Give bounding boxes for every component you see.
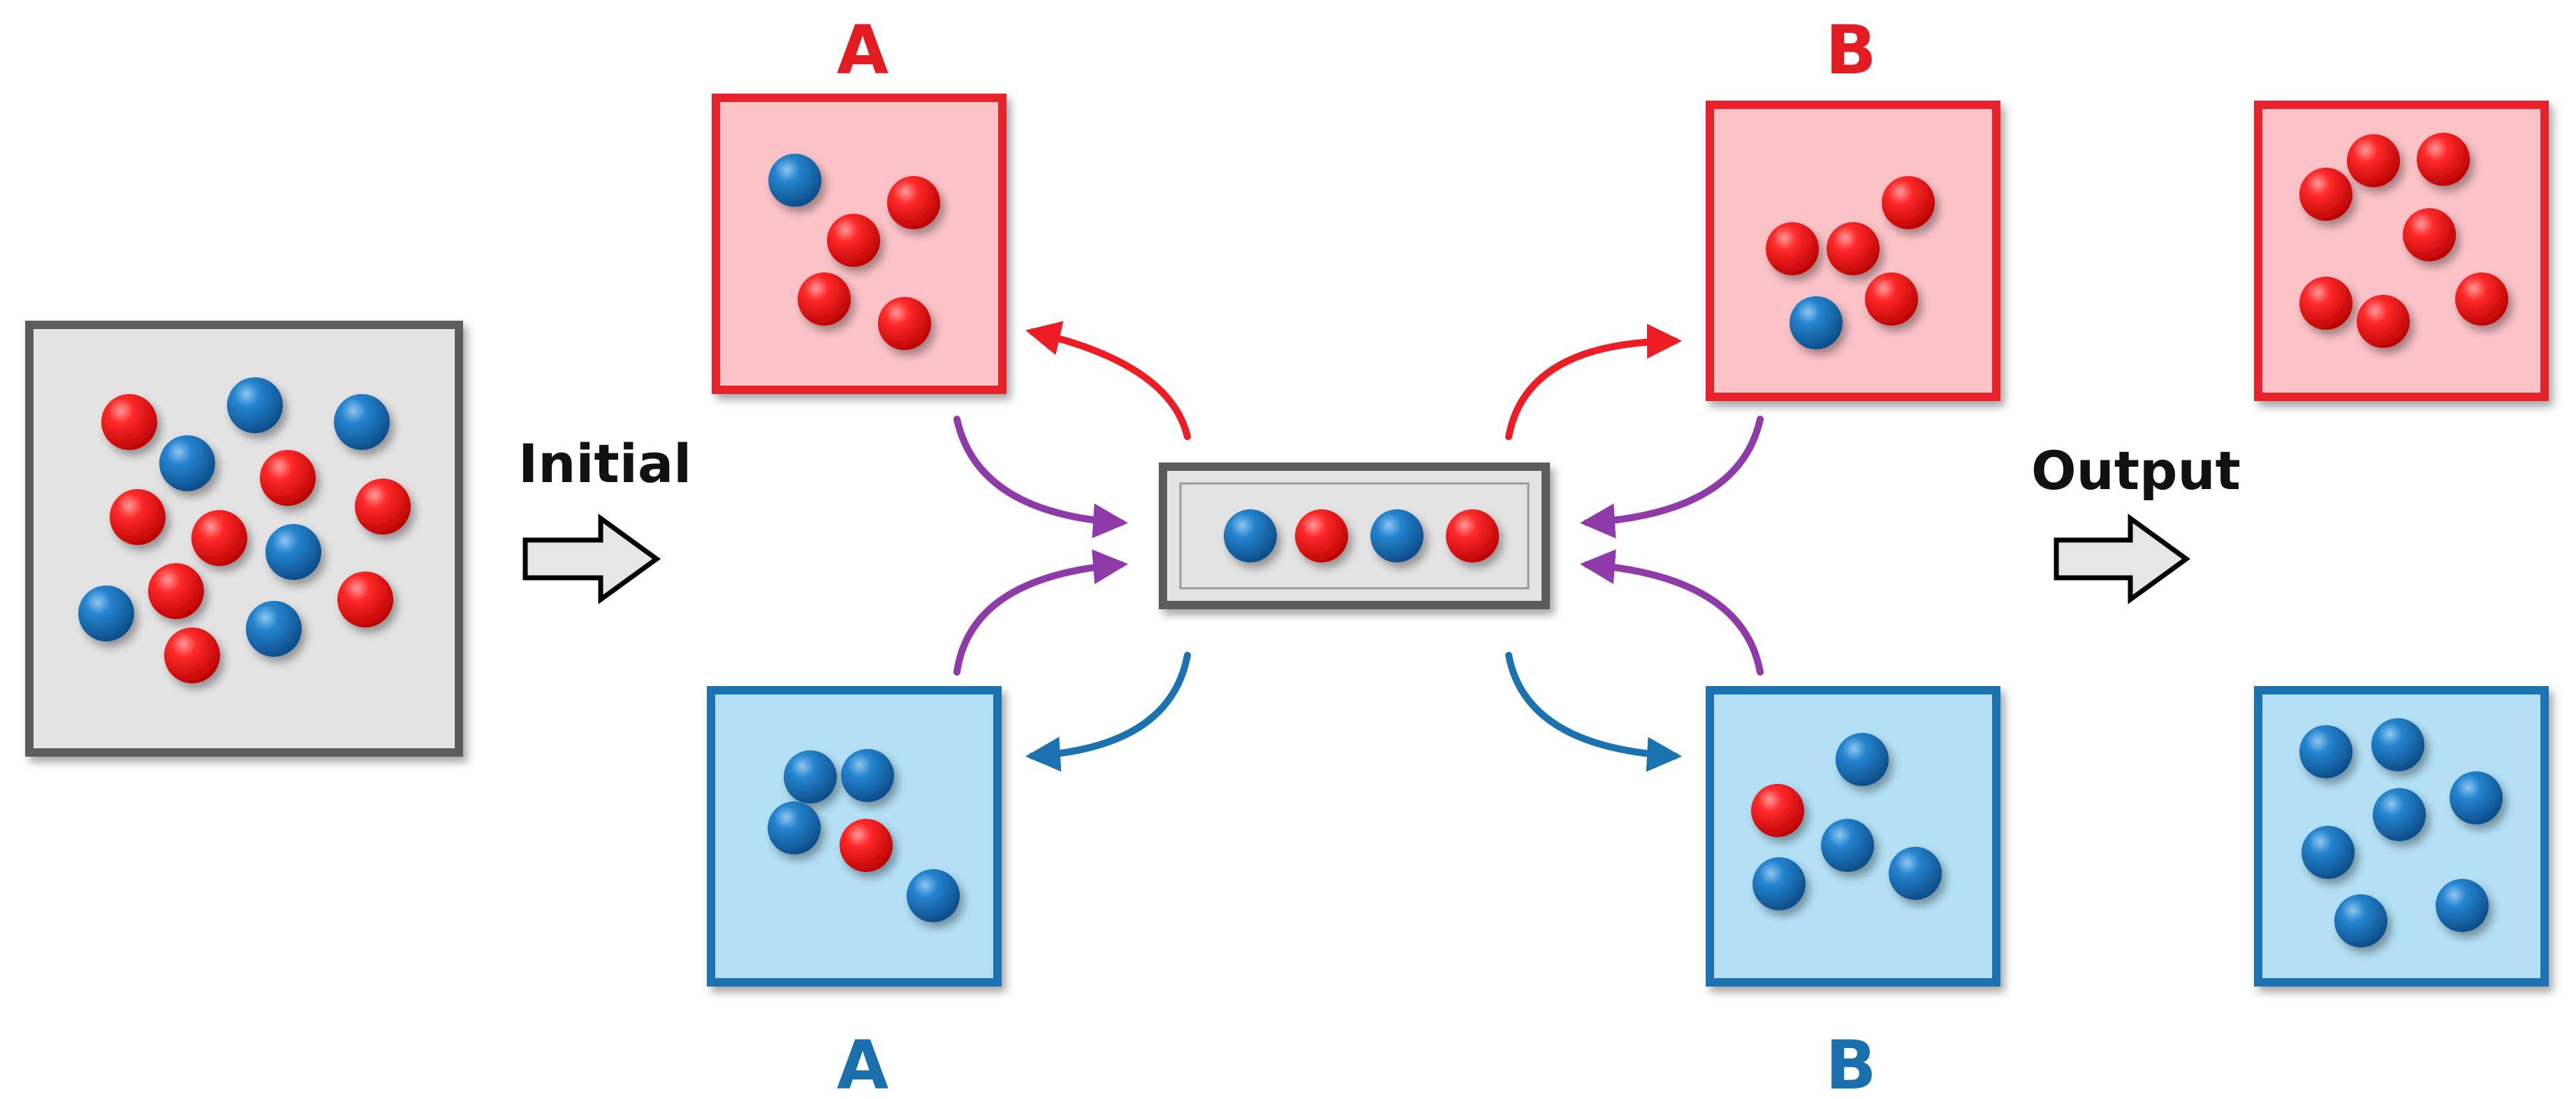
purple-arrow-a-bottom-to-column (953, 549, 1128, 676)
purple-arrow-b-top-to-column (1580, 416, 1764, 539)
purple-arrow-b-bottom-to-column (1580, 549, 1764, 676)
red-particle (1751, 784, 1804, 837)
initial-mixture-box (25, 321, 463, 757)
red-particle (887, 176, 940, 229)
purple-arrow-a-top-to-column (953, 416, 1128, 539)
output-red-box (2254, 101, 2549, 401)
blue-particle (2450, 771, 2503, 824)
blue-arrow-to-a-bottom (1025, 652, 1191, 772)
red-particle (2455, 272, 2508, 326)
red-particle (2417, 133, 2470, 186)
blue-particle (2371, 718, 2424, 771)
blue-particle (2373, 788, 2426, 841)
blue-particle (784, 750, 837, 803)
blue-arrow-to-b-bottom (1505, 652, 1682, 772)
initial-label: Initial (518, 432, 691, 495)
red-particle (337, 572, 393, 627)
stage-b-top-particles (1766, 176, 1935, 349)
output-arrow-icon (2054, 514, 2190, 604)
stage-b-top-box (1706, 101, 2000, 401)
red-particle (840, 819, 893, 872)
blue-particle (768, 154, 821, 207)
stage-a-bottom-label: A (837, 1026, 888, 1099)
initial-particles (78, 377, 411, 683)
blue-particle (2301, 826, 2355, 879)
blue-particle (334, 394, 390, 450)
red-particle (101, 394, 157, 450)
output-red-particles (2299, 133, 2508, 348)
stage-a-bottom-box (707, 686, 1002, 987)
red-arrow-to-b-top (1505, 323, 1682, 440)
red-particle (164, 627, 220, 683)
stage-a-top-particles (768, 154, 940, 350)
red-particle (827, 214, 880, 267)
red-particle (355, 479, 411, 534)
red-particle (1446, 509, 1499, 562)
blue-particle (1370, 509, 1424, 562)
blue-particle (227, 377, 283, 433)
red-particle (2357, 295, 2410, 348)
exchange-column-particles (1224, 509, 1499, 562)
red-particle (148, 563, 204, 619)
red-particle (1882, 176, 1935, 229)
red-particle (2347, 134, 2400, 187)
blue-particle (2334, 894, 2387, 947)
blue-particle (907, 869, 960, 922)
red-particle (878, 297, 931, 350)
stage-b-bottom-box (1706, 686, 2000, 987)
blue-particle (1224, 509, 1277, 562)
stage-a-top-box (712, 94, 1007, 394)
red-particle (2299, 168, 2352, 221)
blue-particle (159, 435, 215, 491)
blue-particle (265, 524, 321, 580)
stage-b-top-label: B (1825, 11, 1876, 89)
output-label: Output (2031, 439, 2241, 502)
red-particle (2403, 208, 2456, 261)
blue-particle (1836, 733, 1889, 786)
blue-particle (1821, 819, 1874, 872)
stage-b-bottom-label: B (1825, 1026, 1876, 1099)
flow-arrows (953, 321, 1764, 772)
blue-particle (841, 749, 894, 802)
red-particle (1766, 222, 1819, 275)
blue-particle (246, 601, 302, 657)
blue-particle (2299, 725, 2352, 778)
red-particle (798, 272, 851, 326)
stage-a-top-label: A (837, 11, 888, 89)
red-particle (191, 510, 247, 566)
red-particle (1295, 509, 1348, 562)
stage-a-bottom-particles (768, 749, 960, 922)
blue-particle (768, 801, 821, 854)
blue-particle (2436, 879, 2489, 932)
red-particle (2299, 277, 2352, 330)
exchange-column-box (1159, 463, 1550, 609)
stage-b-bottom-particles (1751, 733, 1942, 910)
red-particle (1865, 272, 1918, 326)
red-particle (260, 450, 316, 506)
red-arrow-to-a-top (1025, 321, 1191, 440)
blue-particle (1790, 296, 1843, 349)
blue-particle (1889, 847, 1942, 900)
red-particle (1827, 222, 1880, 275)
initial-arrow-icon (522, 514, 661, 604)
output-blue-particles (2299, 718, 2503, 947)
blue-particle (1752, 857, 1806, 910)
red-particle (110, 489, 166, 545)
blue-particle (78, 585, 134, 641)
output-blue-box (2254, 686, 2549, 987)
